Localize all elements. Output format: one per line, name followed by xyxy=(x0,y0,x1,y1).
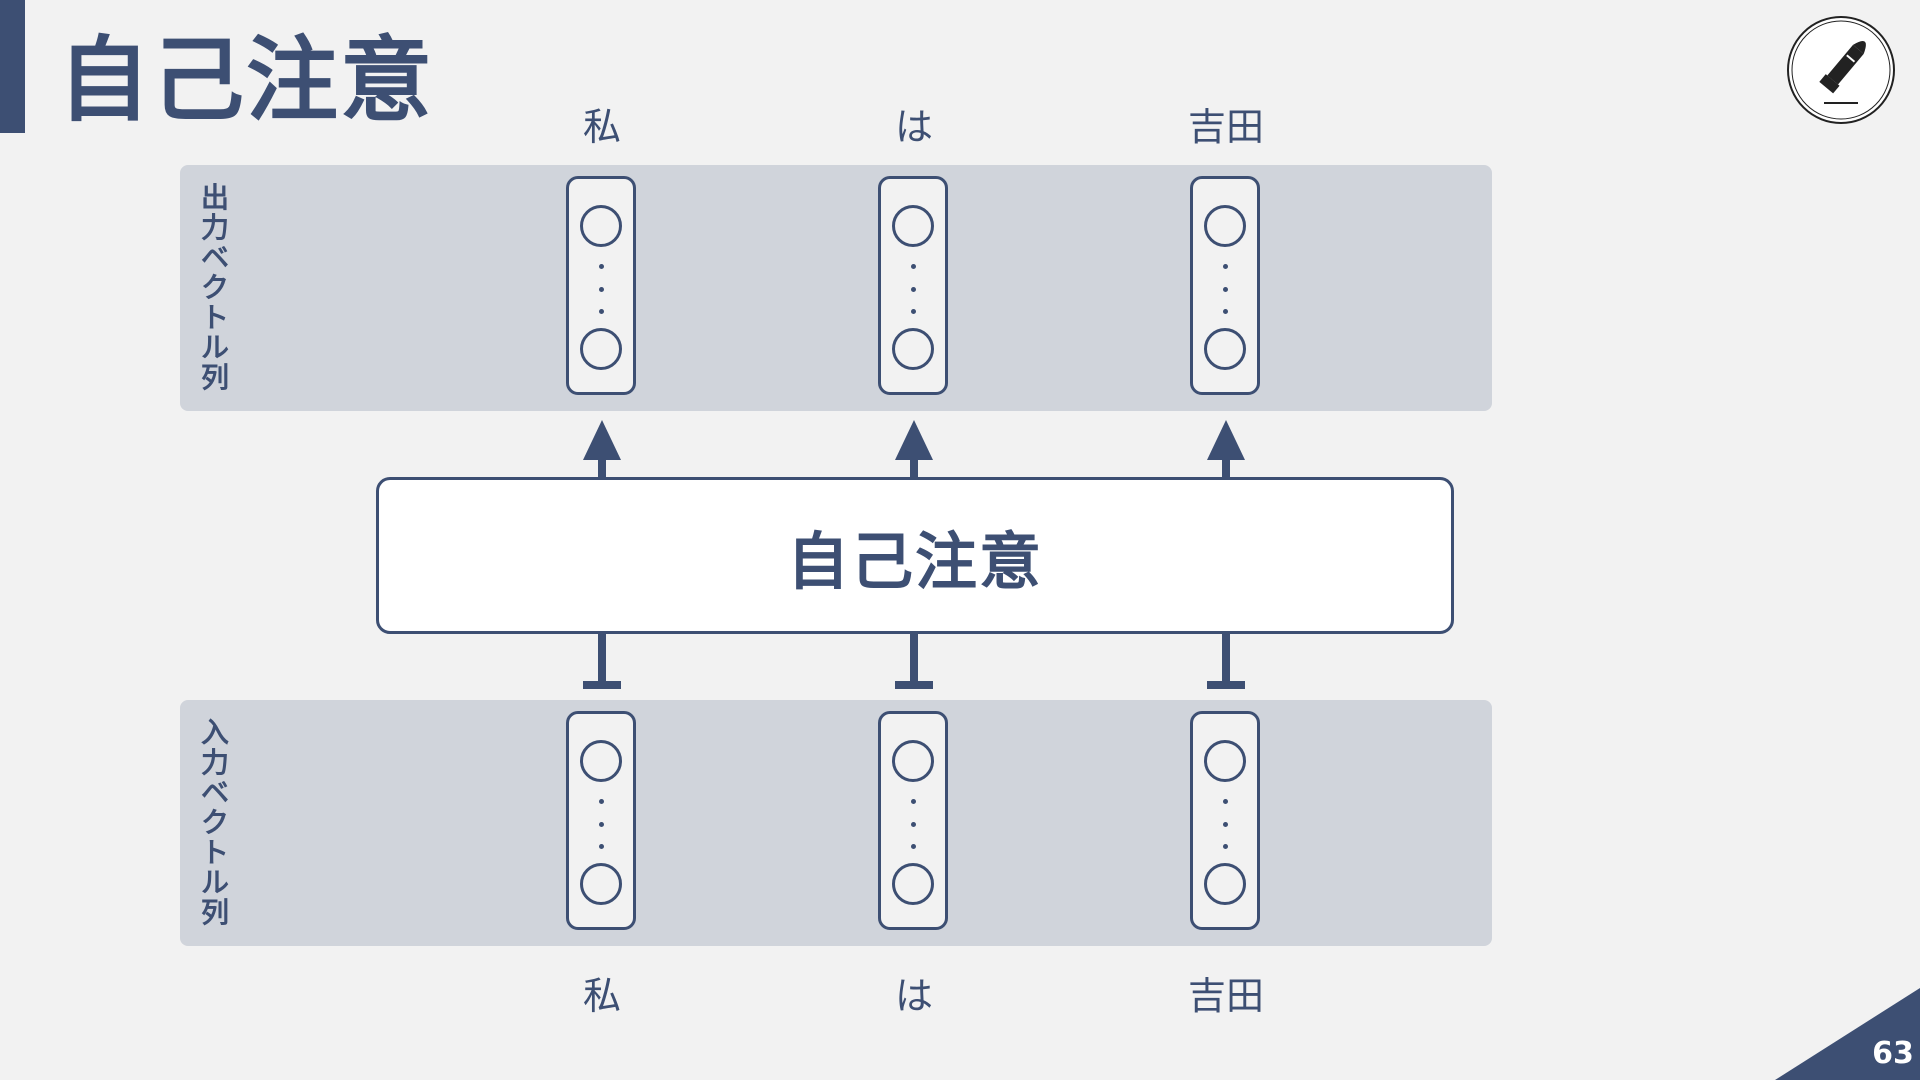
self-attention-block: 自己注意 xyxy=(376,477,1454,634)
input-connector xyxy=(1207,633,1245,689)
input-vector xyxy=(878,711,948,930)
ellipsis-dots xyxy=(881,264,945,314)
vector-node xyxy=(580,328,622,370)
vector-node xyxy=(892,328,934,370)
page-number: 63 xyxy=(1872,1036,1914,1071)
input-vector-band: 入力ベクトル列 xyxy=(180,700,1492,946)
title-accent-bar xyxy=(0,0,25,133)
ellipsis-dots xyxy=(569,264,633,314)
output-token-label: は xyxy=(894,105,933,149)
input-band-label: 入力ベクトル列 xyxy=(200,716,229,929)
ellipsis-dots xyxy=(1193,264,1257,314)
up-arrow-icon xyxy=(895,420,933,480)
output-band-label: 出力ベクトル列 xyxy=(200,181,229,394)
input-token-label: 吉田 xyxy=(1187,974,1264,1018)
bullet-icon xyxy=(1787,16,1895,124)
vector-node xyxy=(892,863,934,905)
output-token-label: 私 xyxy=(582,105,621,149)
vector-node xyxy=(892,205,934,247)
input-vector xyxy=(566,711,636,930)
vector-node xyxy=(1204,328,1246,370)
slide-title: 自己注意 xyxy=(58,27,435,134)
output-vector xyxy=(1190,176,1260,395)
vector-node xyxy=(580,205,622,247)
vector-node xyxy=(892,740,934,782)
vector-node xyxy=(1204,205,1246,247)
output-token-label: 吉田 xyxy=(1187,105,1264,149)
self-attention-label: 自己注意 xyxy=(786,524,1043,598)
ellipsis-dots xyxy=(881,799,945,849)
ellipsis-dots xyxy=(569,799,633,849)
vector-node xyxy=(580,740,622,782)
up-arrow-icon xyxy=(583,420,621,480)
input-token-label: 私 xyxy=(582,974,621,1018)
output-vector-band: 出力ベクトル列 xyxy=(180,165,1492,411)
input-token-label: は xyxy=(894,974,933,1018)
input-connector xyxy=(895,633,933,689)
ellipsis-dots xyxy=(1193,799,1257,849)
input-connector xyxy=(583,633,621,689)
vector-node xyxy=(1204,863,1246,905)
vector-node xyxy=(580,863,622,905)
output-vector xyxy=(566,176,636,395)
up-arrow-icon xyxy=(1207,420,1245,480)
input-vector xyxy=(1190,711,1260,930)
vector-node xyxy=(1204,740,1246,782)
output-vector xyxy=(878,176,948,395)
